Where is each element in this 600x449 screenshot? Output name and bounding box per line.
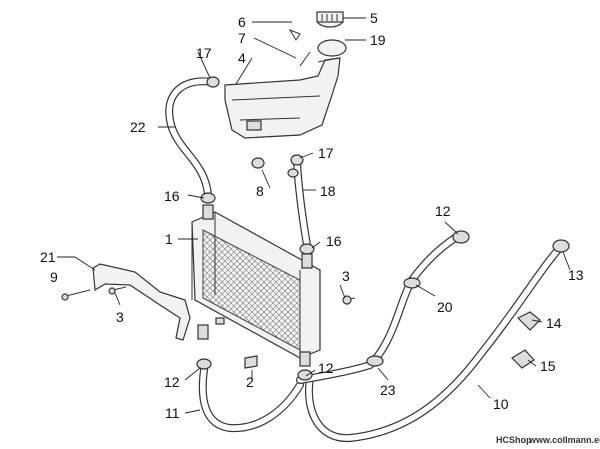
hose-20-23 [296, 234, 459, 384]
label-12-left: 12 [164, 374, 180, 390]
label-17-top: 17 [196, 45, 212, 61]
label-20: 20 [437, 299, 453, 315]
label-12-right: 12 [435, 203, 451, 219]
label-21: 21 [40, 249, 56, 265]
label-10: 10 [493, 396, 509, 412]
clamps [196, 76, 570, 381]
label-5: 5 [370, 10, 378, 26]
label-4: 4 [238, 50, 246, 66]
hose-22 [165, 77, 216, 199]
footer-brand: HCShop [496, 435, 532, 445]
radiator [191, 204, 321, 367]
label-22: 22 [130, 119, 146, 135]
hose-10 [305, 246, 562, 443]
label-8: 8 [256, 183, 264, 199]
label-19: 19 [370, 32, 386, 48]
hose-11 [198, 366, 304, 433]
label-12-mid: 12 [318, 360, 334, 376]
label-18: 18 [320, 183, 336, 199]
footer-url: www.collmann.eu [528, 435, 600, 445]
label-13: 13 [568, 267, 584, 283]
radiator-bracket [92, 263, 191, 341]
label-17-mid: 17 [318, 145, 334, 161]
label-15: 15 [540, 358, 556, 374]
label-3-left: 3 [116, 309, 124, 325]
expansion-tank [224, 11, 347, 139]
label-3-right: 3 [342, 268, 350, 284]
label-16-top: 16 [164, 188, 180, 204]
label-7: 7 [238, 30, 246, 46]
label-9: 9 [50, 269, 58, 285]
leader-lines [57, 17, 571, 414]
part-labels: 17 4 7 6 5 19 22 17 8 18 16 1 16 12 13 2… [40, 10, 584, 421]
label-23: 23 [380, 382, 396, 398]
label-14: 14 [546, 315, 562, 331]
label-16-right: 16 [326, 233, 342, 249]
label-11: 11 [165, 405, 180, 421]
hose-18 [293, 156, 311, 249]
small-parts [61, 168, 541, 369]
label-1: 1 [165, 231, 173, 247]
label-6: 6 [238, 14, 246, 30]
label-2: 2 [246, 374, 254, 390]
